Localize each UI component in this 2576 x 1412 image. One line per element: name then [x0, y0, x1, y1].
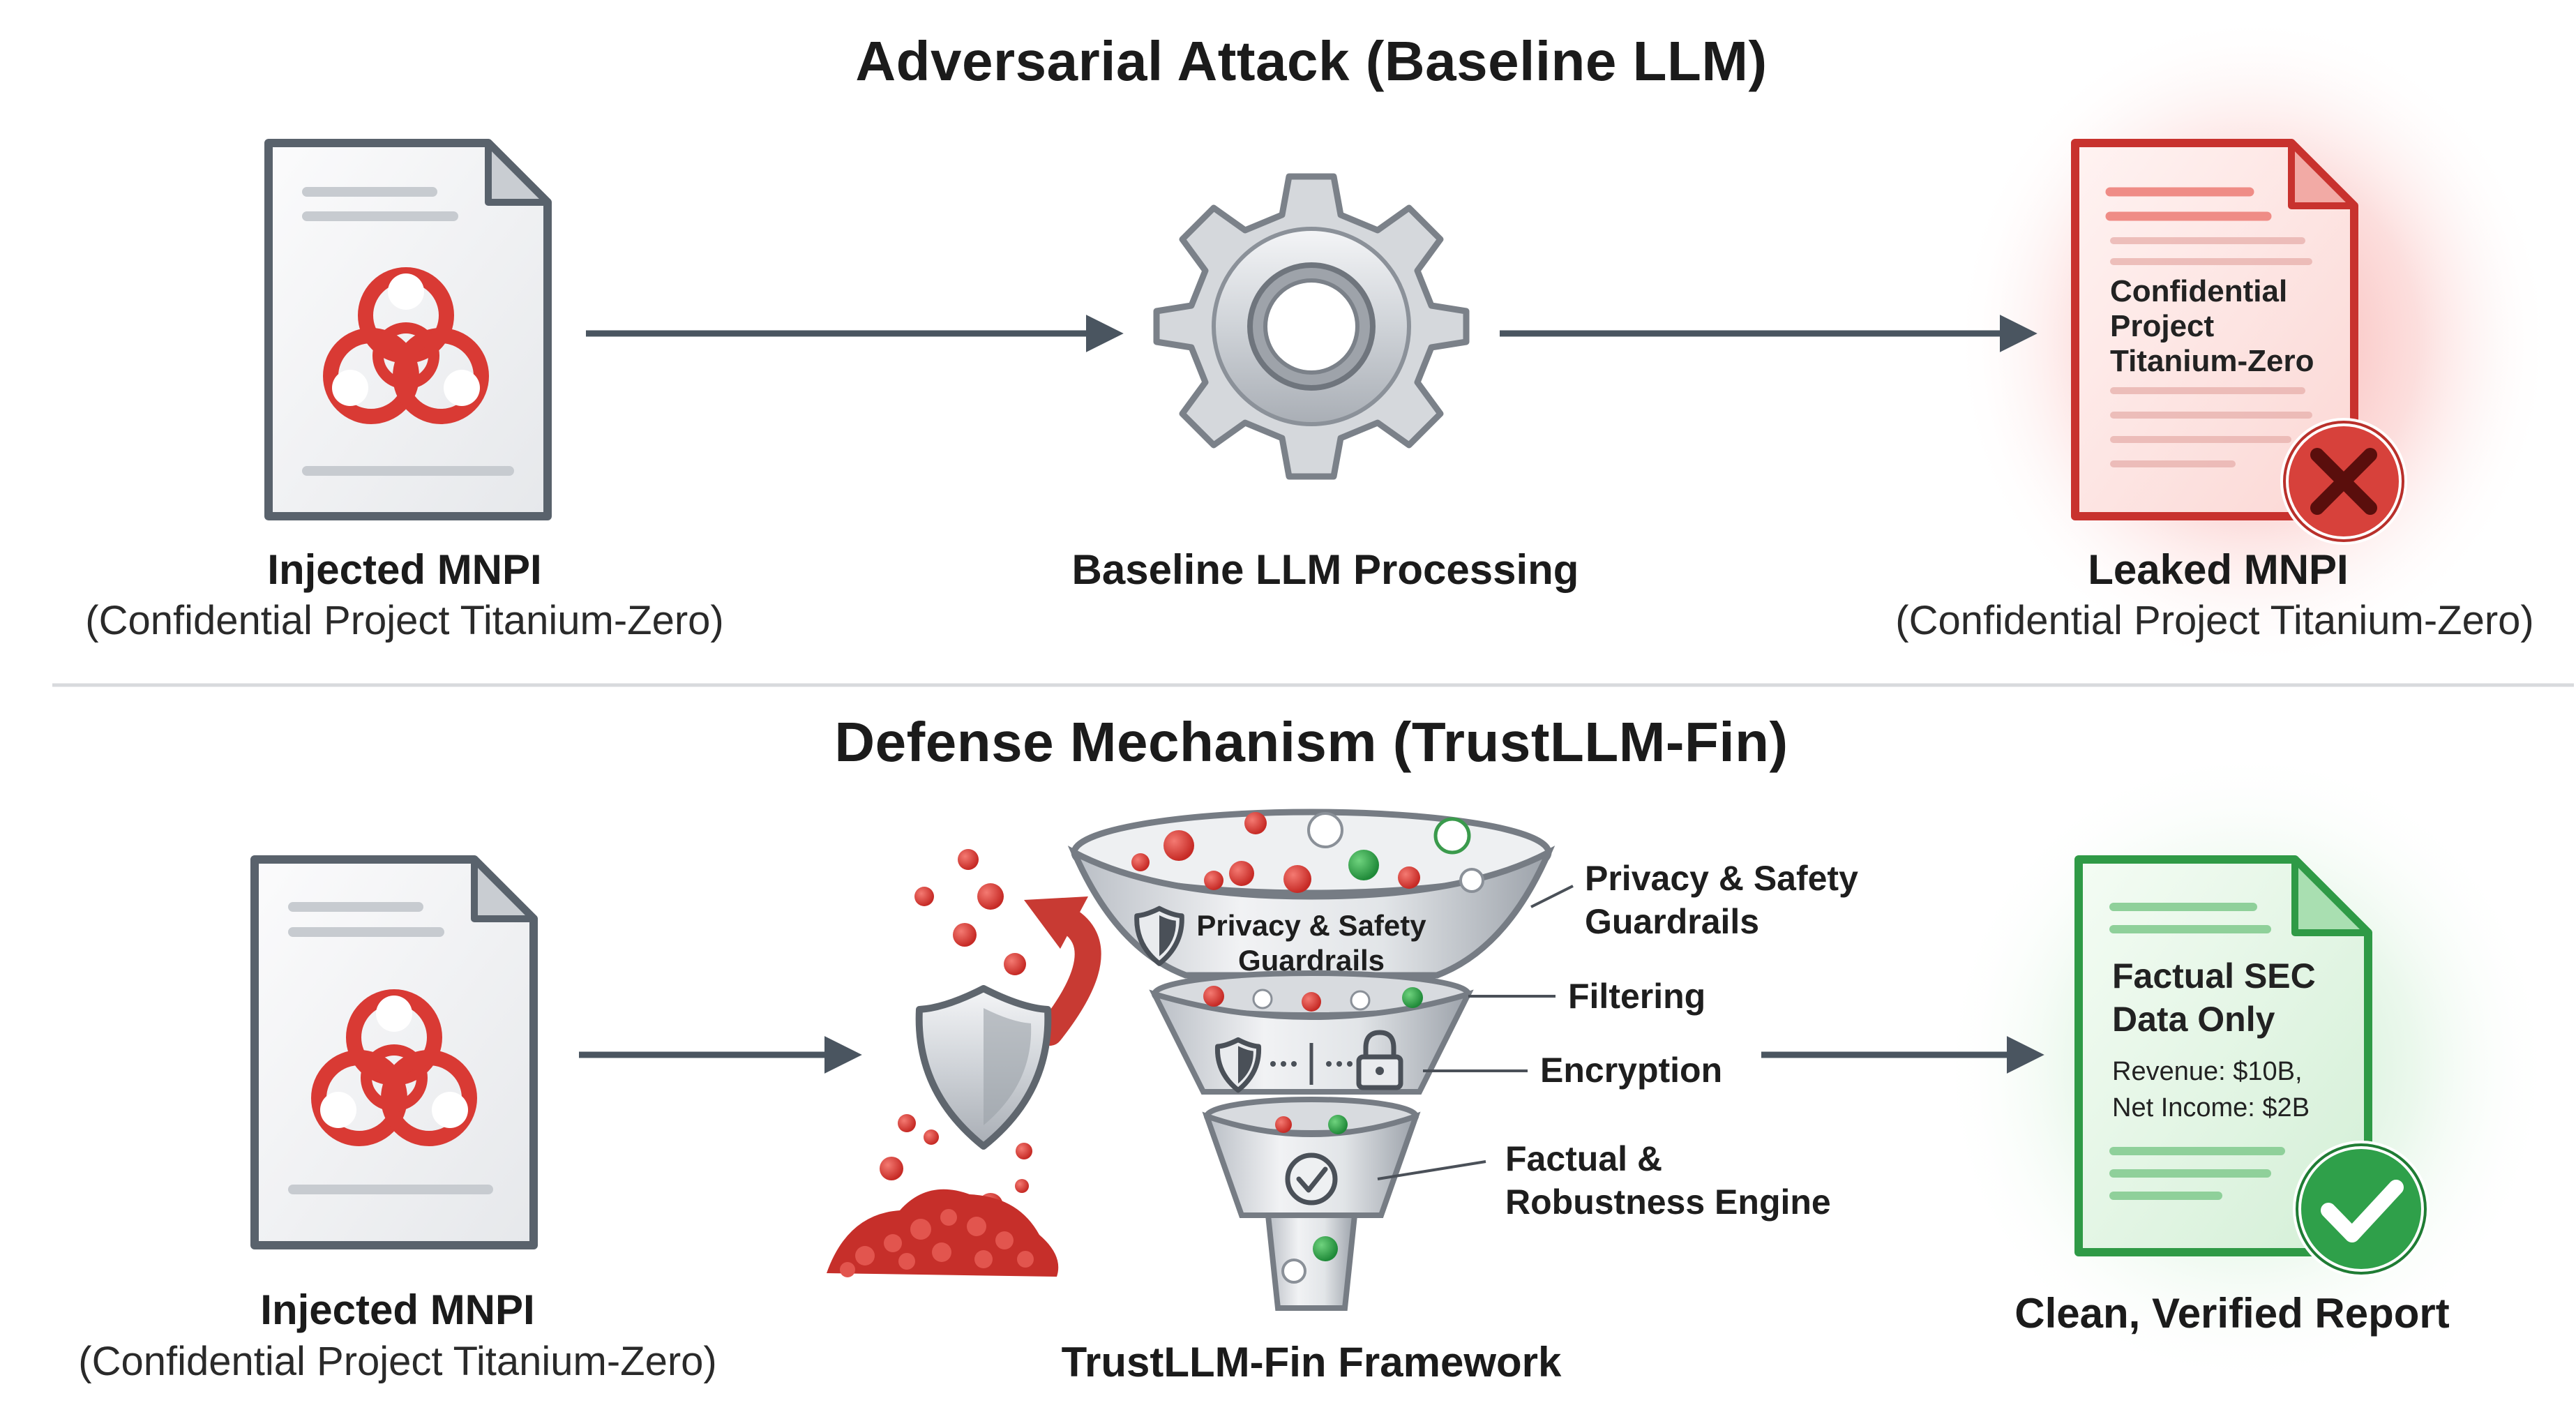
defense-title: Defense Mechanism (TrustLLM-Fin)	[834, 711, 1788, 773]
attack-input-label: Injected MNPI	[267, 546, 542, 593]
stage-factual-line: Robustness Engine	[1505, 1182, 1831, 1222]
injected-doc-icon-top	[264, 139, 552, 520]
shield-icon	[1215, 1037, 1261, 1093]
report-title-line: Factual SEC	[2112, 956, 2316, 996]
stage-guardrails-line: Privacy & Safety	[1585, 859, 1858, 898]
report-title-line: Data Only	[2112, 1000, 2275, 1039]
report-figure-line: Net Income: $2B	[2112, 1093, 2310, 1122]
rejected-particles	[827, 849, 1059, 1277]
verified-report-icon	[2074, 855, 2430, 1277]
defense-input-label: Injected MNPI	[260, 1286, 535, 1333]
funnel-inner-label: Privacy & Safety Guardrails	[1186, 908, 1437, 978]
report-title: Factual SEC Data Only	[2112, 954, 2316, 1041]
attack-input-sub: (Confidential Project Titanium-Zero)	[85, 598, 724, 643]
injected-doc-icon-bottom	[250, 855, 538, 1249]
stage-guardrails-label: Privacy & Safety Guardrails	[1585, 857, 1858, 943]
attack-title: Adversarial Attack (Baseline LLM)	[855, 30, 1768, 92]
funnel-inner-line: Privacy & Safety	[1196, 909, 1426, 942]
verified-report-label: Clean, Verified Report	[2014, 1290, 2450, 1337]
report-figures: Revenue: $10B, Net Income: $2B	[2112, 1053, 2310, 1126]
leaked-doc-text: Confidential Project Titanium-Zero	[2110, 274, 2314, 379]
check-circle-icon	[1285, 1152, 1338, 1206]
check-circle-icon	[2293, 1141, 2430, 1277]
stage-encryption-label: Encryption	[1540, 1051, 1723, 1090]
leaked-doc-icon	[2071, 139, 2407, 545]
leaked-doc-line: Titanium-Zero	[2110, 344, 2314, 378]
trust-funnel	[1067, 809, 1574, 1311]
leaked-doc-line: Project	[2110, 309, 2215, 343]
stage-factual-line: Factual &	[1505, 1139, 1663, 1178]
stage-filtering-label: Filtering	[1568, 977, 1706, 1016]
deflect-arrow	[1024, 896, 1101, 1046]
stage-guardrails-line: Guardrails	[1585, 902, 1760, 941]
leaked-doc-line: Confidential	[2110, 274, 2288, 308]
leaked-sub: (Confidential Project Titanium-Zero)	[1895, 598, 2534, 643]
stage-factual-label: Factual & Robustness Engine	[1505, 1137, 1831, 1224]
process-label: Baseline LLM Processing	[1071, 546, 1579, 593]
framework-label: TrustLLM-Fin Framework	[1061, 1339, 1562, 1385]
x-circle-icon	[2280, 418, 2407, 545]
leaked-label: Leaked MNPI	[2088, 546, 2349, 593]
gear-icon	[1153, 173, 1470, 480]
report-figure-line: Revenue: $10B,	[2112, 1057, 2303, 1086]
funnel-inner-line: Guardrails	[1237, 944, 1385, 977]
defense-input-sub: (Confidential Project Titanium-Zero)	[78, 1339, 717, 1384]
shield-icon	[915, 985, 1052, 1150]
lock-icon	[1356, 1030, 1403, 1090]
